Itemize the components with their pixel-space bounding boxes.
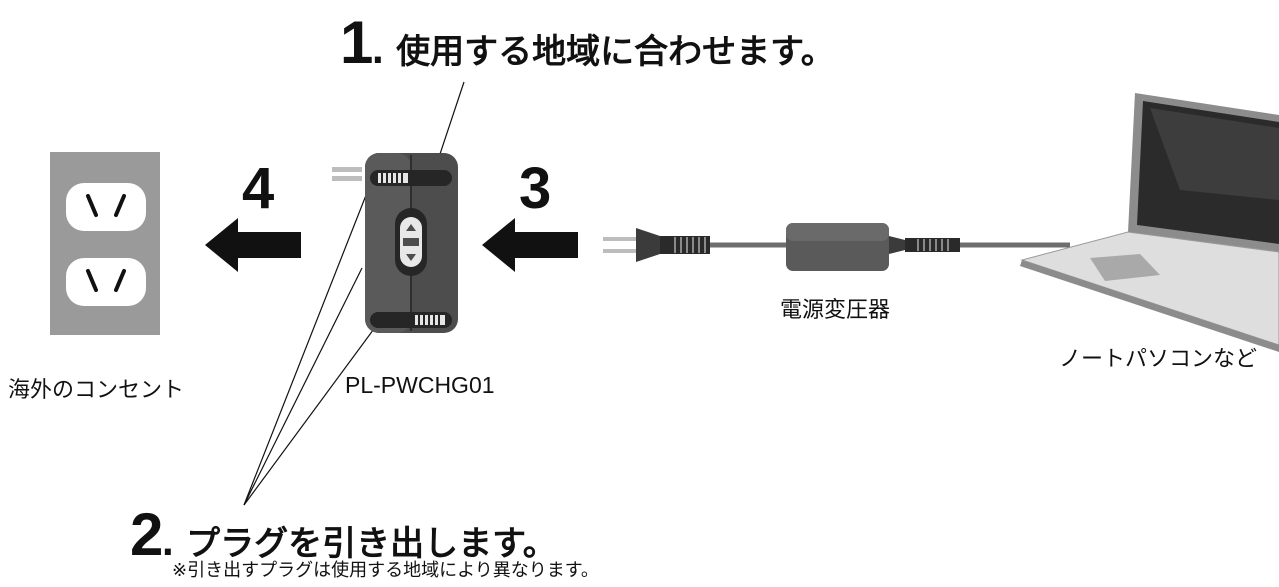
- arrow-step3: [482, 218, 578, 272]
- step1-number: 1: [340, 9, 373, 76]
- step1-text: . 使用する地域に合わせます。: [371, 32, 835, 72]
- device-model-label: PL-PWCHG01: [345, 372, 495, 398]
- plug-icon: [603, 228, 710, 262]
- step2-heading: 2. プラグを引き出します。: [130, 500, 557, 569]
- transformer-icon: [786, 223, 960, 271]
- step2-number: 2: [130, 501, 163, 568]
- step4-number: 4: [242, 156, 275, 221]
- step3-number: 3: [519, 156, 552, 221]
- step2-text: . プラグを引き出します。: [161, 524, 557, 564]
- step2-note: ※引き出すプラグは使用する地域により異なります。: [172, 560, 599, 581]
- transformer-label: 電源変圧器: [780, 298, 891, 323]
- step1-heading: 1. 使用する地域に合わせます。: [340, 8, 835, 77]
- outlet-icon: [50, 152, 160, 335]
- laptop-label: ノートパソコンなど: [1059, 347, 1258, 372]
- adapter-device-icon: [332, 153, 458, 333]
- arrow-step4: [205, 218, 301, 272]
- laptop-icon: [1020, 93, 1279, 352]
- outlet-label: 海外のコンセント: [8, 378, 185, 403]
